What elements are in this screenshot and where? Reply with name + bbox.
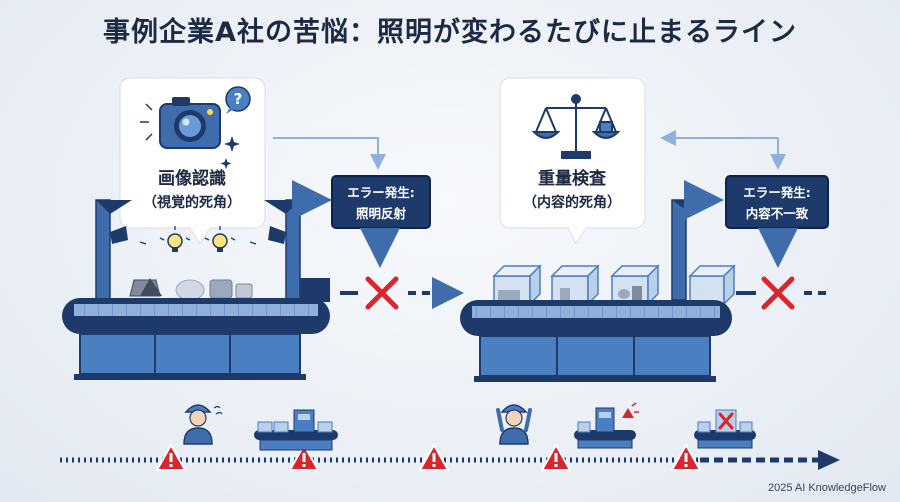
page-title: 事例企業A社の苦悩：照明が変わるたびに止まるライン — [103, 17, 797, 48]
timeline — [60, 402, 840, 471]
image-recognition-title: 画像認識 — [158, 168, 226, 189]
conveyor-right — [460, 300, 732, 382]
warning-icon — [156, 444, 701, 471]
stopped-machine-icon — [694, 409, 756, 449]
product-items — [129, 278, 253, 301]
error-label-left: エラー発生: — [347, 185, 415, 200]
alert-machine-icon — [574, 402, 639, 449]
sparkle-icon — [140, 103, 240, 169]
balance-scale-icon — [531, 94, 621, 159]
question-bubble-icon: ? — [225, 86, 251, 114]
weight-inspection-title: 重量検査 — [538, 168, 607, 189]
mini-line-icon — [254, 409, 338, 451]
camera-icon — [159, 97, 221, 149]
weight-inspection-section: 重量検査 （内容的死角） — [460, 77, 829, 382]
lightbulb-icon — [139, 226, 257, 252]
stressed-worker-icon — [496, 404, 532, 445]
question-mark: ? — [234, 90, 243, 108]
worker-icon — [183, 404, 223, 445]
error-label-right: エラー発生: — [743, 185, 811, 200]
weight-inspection-subtitle: （内容的死角） — [523, 194, 621, 211]
cardboard-boxes — [492, 264, 736, 306]
image-recognition-section: ? 画像認識 （視覚的死角） — [62, 77, 464, 380]
weight-gantry — [671, 199, 690, 301]
conveyor-left — [62, 298, 330, 380]
error-reason-content: 内容不一致 — [746, 206, 809, 221]
credit-text: 2025 AI KnowledgeFlow — [767, 482, 886, 494]
image-recognition-subtitle: （視覚的死角） — [143, 194, 241, 211]
stop-x-icon — [365, 276, 399, 310]
stop-x-icon-right — [761, 276, 795, 310]
error-reason-lighting: 照明反射 — [356, 206, 407, 221]
